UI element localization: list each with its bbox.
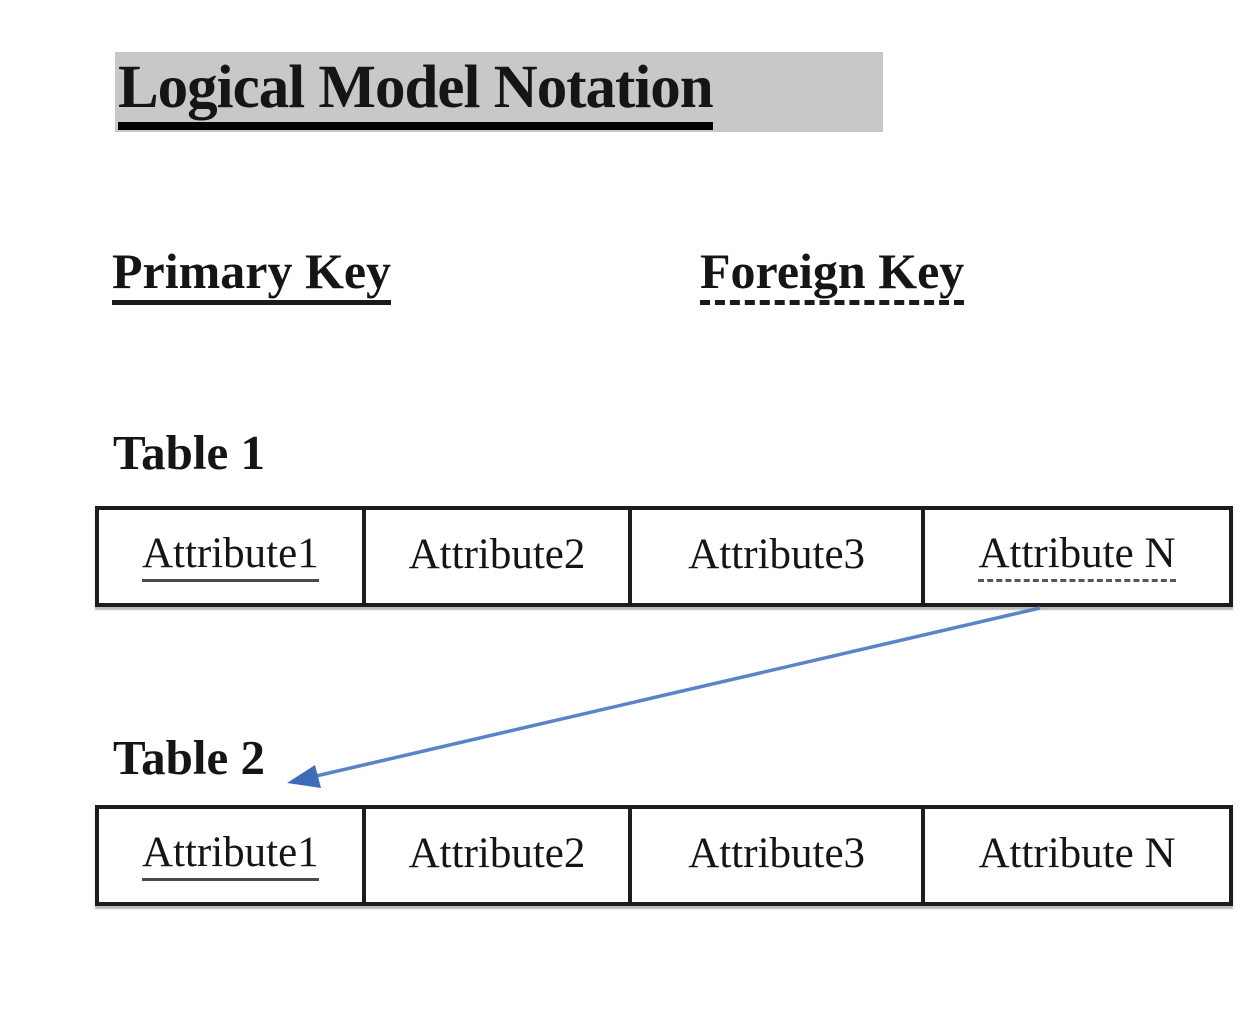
table2-attribute3-text: Attribute3: [688, 830, 866, 877]
table1-cell-attribute-n: Attribute N: [925, 510, 1229, 603]
table1-cell-attribute2: Attribute2: [366, 510, 633, 603]
foreign-key-arrow-head: [287, 765, 321, 788]
foreign-key-arrow-line: [315, 606, 1041, 778]
table2-cell-attribute3: Attribute3: [632, 809, 925, 902]
table1-label: Table 1: [113, 425, 266, 480]
table2-cell-attribute-n: Attribute N: [925, 809, 1229, 902]
page-title: Logical Model Notation: [118, 57, 714, 130]
table1-attribute3-text: Attribute3: [688, 531, 866, 578]
primary-key-legend-label: Primary Key: [112, 246, 392, 305]
table1-attribute2-text: Attribute2: [408, 531, 586, 578]
foreign-key-legend-label: Foreign Key: [700, 246, 965, 305]
table2-attribute1-text: Attribute1: [141, 831, 319, 881]
table2-cell-attribute1: Attribute1: [99, 809, 366, 902]
table2-label: Table 2: [113, 730, 266, 785]
table2-cell-attribute2: Attribute2: [366, 809, 633, 902]
table1-cell-attribute1: Attribute1: [99, 510, 366, 603]
table1-attribute1-text: Attribute1: [141, 532, 319, 582]
table2-attribute2-text: Attribute2: [408, 830, 586, 877]
table2-attribute-n-text: Attribute N: [978, 830, 1176, 877]
title-highlight-box: Logical Model Notation: [115, 52, 883, 132]
table2: Attribute1 Attribute2 Attribute3 Attribu…: [95, 805, 1233, 906]
table1-attribute-n-text: Attribute N: [978, 532, 1176, 582]
table1: Attribute1 Attribute2 Attribute3 Attribu…: [95, 506, 1233, 607]
table1-cell-attribute3: Attribute3: [632, 510, 925, 603]
